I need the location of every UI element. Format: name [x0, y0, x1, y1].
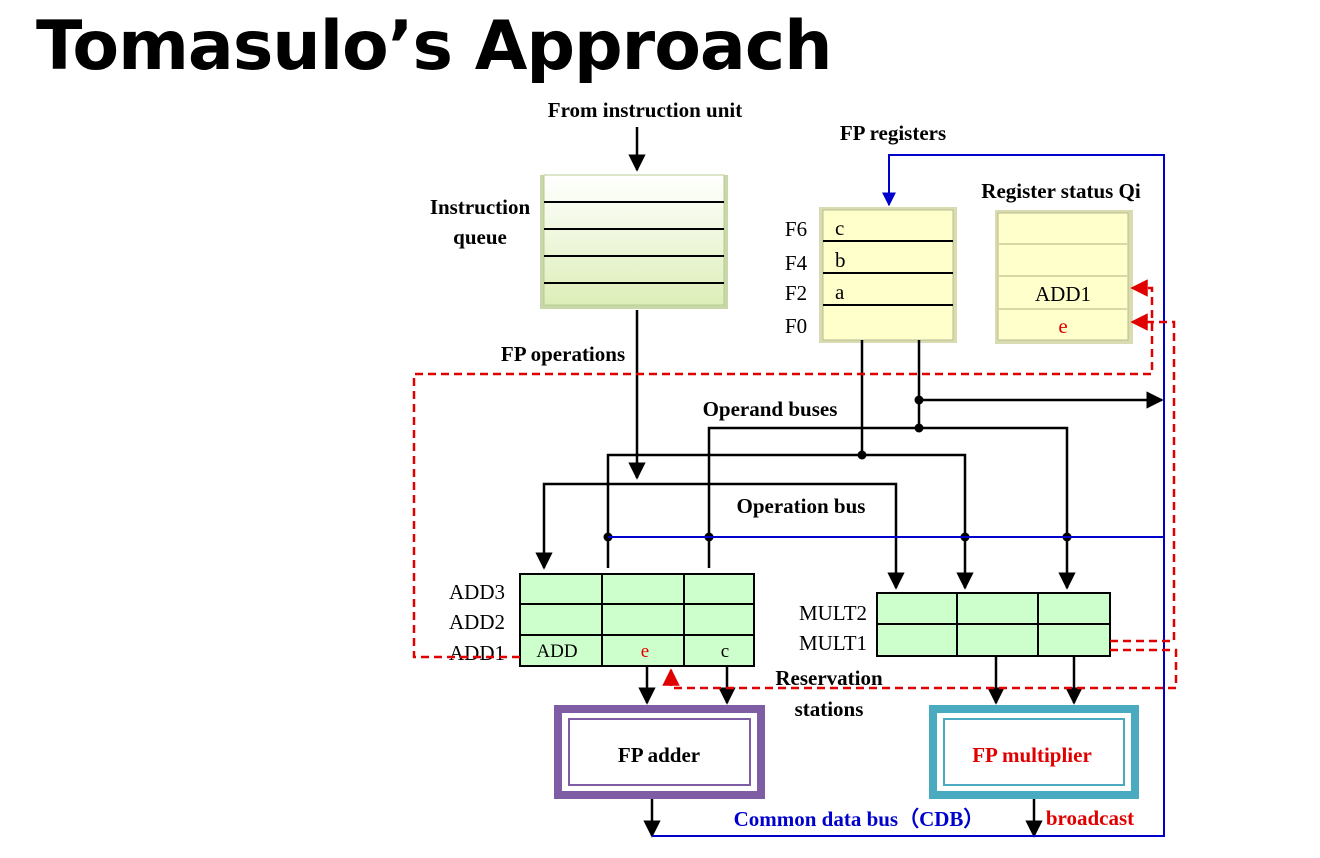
station-name-mult2: MULT2 [799, 601, 867, 625]
operand-bus-lines [535, 127, 1164, 838]
register-name-f2: F2 [785, 281, 807, 305]
broadcast-label: broadcast [1046, 806, 1134, 830]
register-name-f0: F0 [785, 314, 807, 338]
instruction-queue-label-2: queue [453, 225, 507, 249]
bus-junction-dots [603, 395, 1072, 542]
common-data-bus-lines [608, 154, 1165, 837]
fp-multiplier-label: FP multiplier [972, 743, 1092, 767]
fp-adder-unit [554, 705, 765, 799]
reservation-stations-label-1: Reservation [775, 666, 883, 690]
station-name-mult1: MULT1 [799, 631, 867, 655]
instruction-queue [540, 174, 728, 309]
add1-vk-cell: c [721, 641, 729, 662]
fp-registers-label: FP registers [840, 121, 946, 145]
register-status-f2: ADD1 [1035, 282, 1091, 306]
station-name-add2: ADD2 [449, 610, 505, 634]
register-name-f6: F6 [785, 217, 807, 241]
add1-op-cell: ADD [536, 641, 577, 662]
add-reservation-stations [519, 573, 755, 667]
station-name-add1: ADD1 [449, 641, 505, 665]
reservation-stations-label-2: stations [795, 697, 864, 721]
fp-multiplier-unit [929, 705, 1139, 799]
operation-bus-label: Operation bus [737, 494, 866, 518]
register-status-table [995, 210, 1133, 344]
station-name-add3: ADD3 [449, 580, 505, 604]
register-value-f6: c [835, 216, 844, 240]
fp-adder-label: FP adder [618, 743, 700, 767]
mult-reservation-stations [876, 592, 1111, 657]
fp-operations-label: FP operations [501, 342, 625, 366]
cdb-label: Common data bus（CDB） [734, 807, 985, 831]
register-name-f4: F4 [785, 251, 808, 275]
instruction-queue-label-1: Instruction [430, 195, 531, 219]
register-value-f4: b [835, 248, 846, 272]
add1-vj-cell: e [641, 641, 649, 662]
from-instruction-unit-label: From instruction unit [548, 98, 742, 122]
register-status-f0: e [1058, 314, 1067, 338]
register-status-label: Register status Qi [981, 179, 1141, 203]
fp-register-file [819, 207, 957, 343]
tag-forwarding-paths [412, 279, 1178, 690]
page-title: Tomasulo’s Approach [36, 7, 833, 86]
operand-buses-label: Operand buses [703, 397, 838, 421]
register-value-f2: a [835, 280, 845, 304]
